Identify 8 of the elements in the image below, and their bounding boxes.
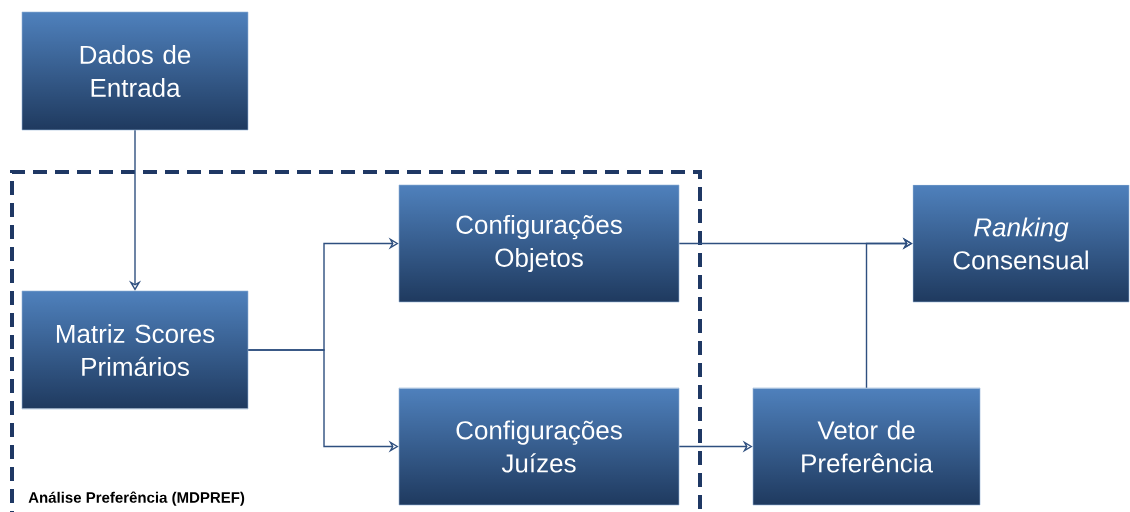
process-box: Configurações Objetos [398, 184, 680, 303]
process-box: Ranking Consensual [912, 184, 1130, 303]
group-label: Análise Preferência (MDPREF) [28, 491, 245, 506]
process-box: Configurações Juízes [398, 387, 680, 506]
arrow [865, 237, 913, 389]
process-box: Vetor de Preferência [752, 387, 981, 506]
process-box: Matriz Scores Primários [21, 290, 249, 410]
process-box: Dados de Entrada [21, 11, 249, 131]
